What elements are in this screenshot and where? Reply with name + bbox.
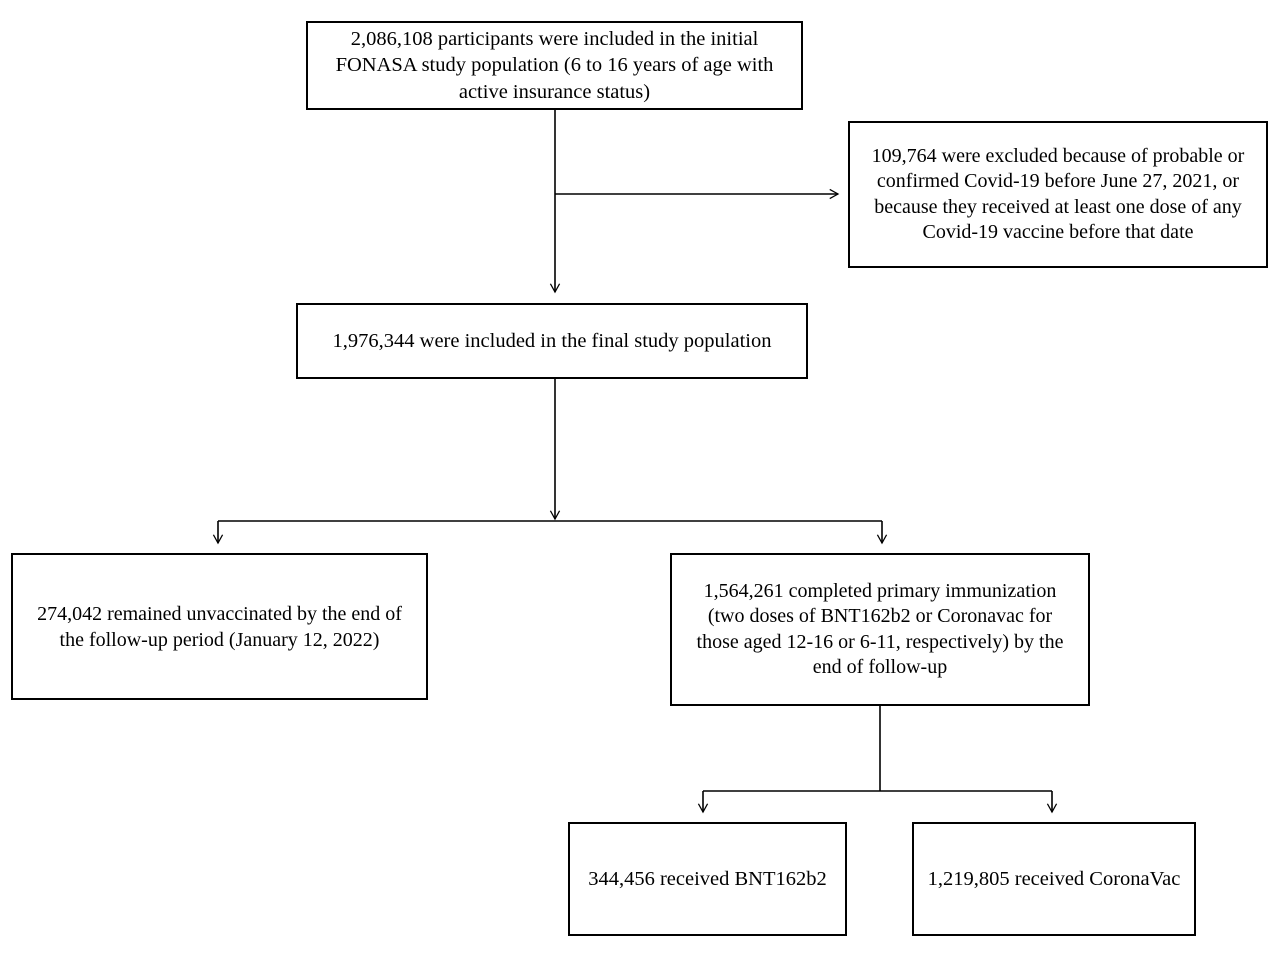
node-coronavac: 1,219,805 received CoronaVac xyxy=(912,822,1196,936)
node-excluded: 109,764 were excluded because of probabl… xyxy=(848,121,1268,268)
node-excluded-label: 109,764 were excluded because of probabl… xyxy=(871,144,1245,243)
node-unvaccinated-label: 274,042 remained unvaccinated by the end… xyxy=(37,602,402,651)
node-primary-immunization-label: 1,564,261 completed primary immunization… xyxy=(696,580,1064,678)
node-bnt162b2: 344,456 received BNT162b2 xyxy=(568,822,847,936)
node-final-population: 1,976,344 were included in the final stu… xyxy=(296,303,808,379)
node-initial-population: 2,086,108 participants were included in … xyxy=(306,21,803,110)
edge-split-to-unvaccinated xyxy=(212,520,882,545)
node-initial-population-label: 2,086,108 participants were included in … xyxy=(335,27,774,103)
node-bnt162b2-label: 344,456 received BNT162b2 xyxy=(588,867,827,890)
edge-immunized-to-split xyxy=(703,706,1052,792)
node-primary-immunization: 1,564,261 completed primary immunization… xyxy=(670,553,1090,706)
node-coronavac-label: 1,219,805 received CoronaVac xyxy=(927,867,1181,890)
node-unvaccinated: 274,042 remained unvaccinated by the end… xyxy=(11,553,428,700)
node-final-population-label: 1,976,344 were included in the final stu… xyxy=(332,329,772,352)
